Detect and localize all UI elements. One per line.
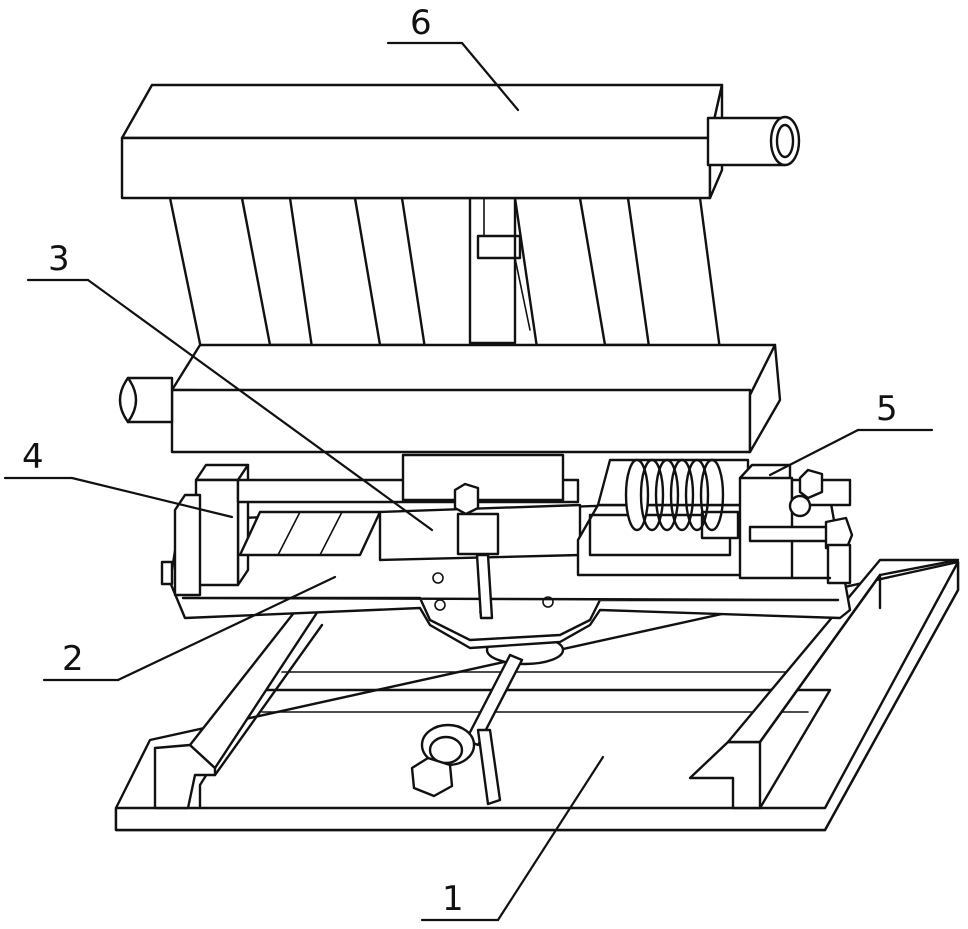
spring-housing [578, 460, 748, 575]
callout-label-4: 4 [22, 437, 44, 477]
radiator-lower-header [120, 345, 780, 452]
callout-5: 5 [770, 389, 932, 475]
callout-label-2: 2 [62, 639, 84, 679]
callout-label-1: 1 [442, 879, 464, 919]
callout-label-3: 3 [48, 239, 70, 279]
radiator-header [122, 85, 799, 198]
callout-label-6: 6 [410, 3, 432, 43]
callout-label-5: 5 [876, 389, 898, 429]
